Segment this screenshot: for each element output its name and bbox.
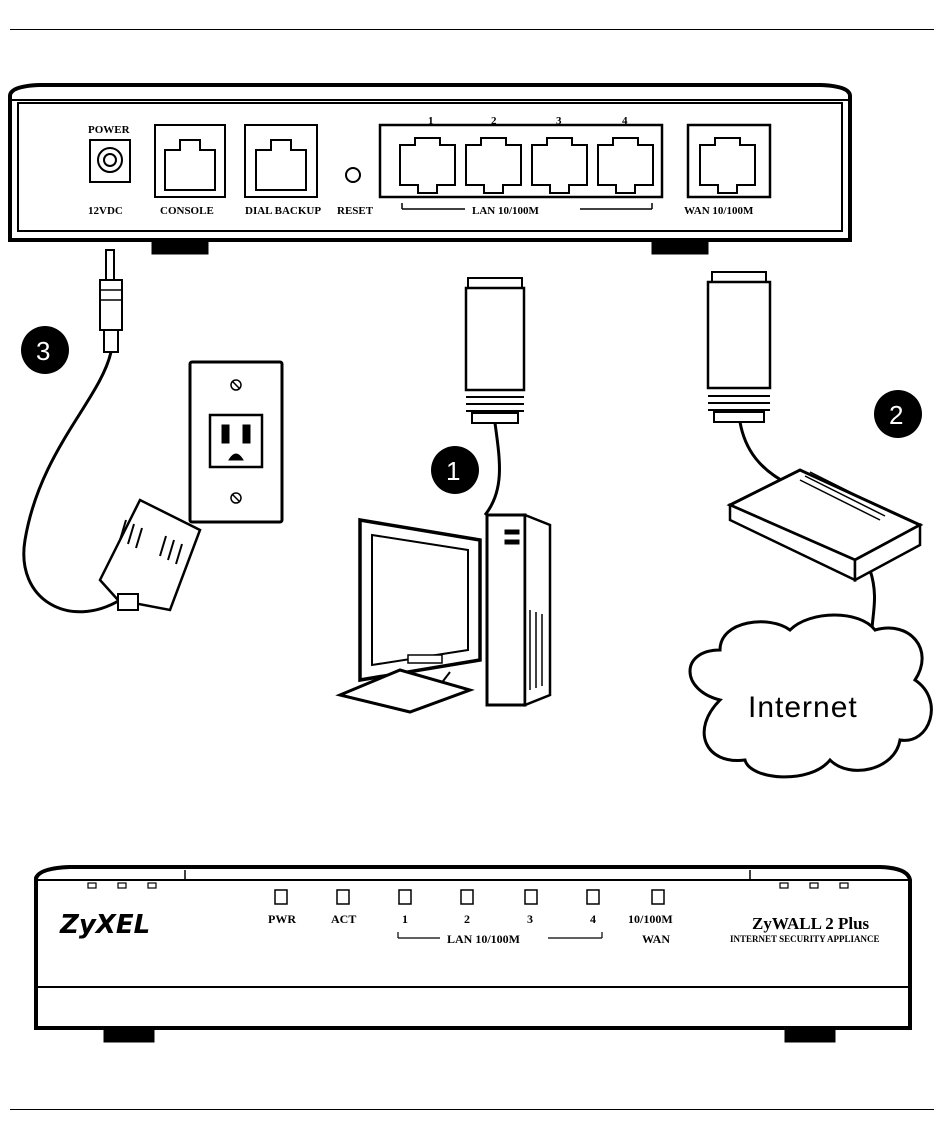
step-2-marker: 2 <box>874 390 922 438</box>
lan-port-4-label: 4 <box>622 115 628 127</box>
led-wan-speed-label: 10/100M <box>628 912 673 926</box>
svg-text:3: 3 <box>36 336 50 366</box>
led-lan-3-label: 3 <box>527 912 533 926</box>
power-adapter <box>24 250 200 612</box>
model-name: ZyWALL 2 Plus <box>752 914 870 933</box>
step-1-marker: 1 <box>431 446 479 494</box>
zyxel-logo: ZyXEL <box>59 910 150 940</box>
lan-port-2-label: 2 <box>491 115 497 127</box>
led-lan-1-label: 1 <box>402 912 408 926</box>
wan-label: WAN 10/100M <box>684 205 754 217</box>
svg-text:2: 2 <box>889 400 903 430</box>
dial-backup-label: DIAL BACKUP <box>245 205 321 217</box>
lan-label: LAN 10/100M <box>472 205 540 217</box>
front-panel <box>36 867 910 1042</box>
internet-label: Internet <box>748 691 858 724</box>
console-label: CONSOLE <box>160 205 214 217</box>
lan-port-3-label: 3 <box>556 115 562 127</box>
led-lan-2-label: 2 <box>464 912 470 926</box>
wall-outlet <box>190 362 282 522</box>
led-act-label: ACT <box>331 912 356 926</box>
model-tagline: INTERNET SECURITY APPLIANCE <box>730 934 880 944</box>
rear-panel <box>10 85 850 254</box>
front-wan-label: WAN <box>642 932 670 946</box>
pc-computer <box>340 515 550 712</box>
12vdc-label: 12VDC <box>88 205 123 217</box>
modem <box>730 470 920 580</box>
wan-cable <box>708 272 875 640</box>
led-lan-4-label: 4 <box>590 912 596 926</box>
step-3-marker: 3 <box>21 326 69 374</box>
power-label: POWER <box>88 124 131 136</box>
led-pwr-label: PWR <box>268 912 296 926</box>
lan-port-1-label: 1 <box>428 115 434 127</box>
svg-text:1: 1 <box>446 456 460 486</box>
front-lan-label: LAN 10/100M <box>447 932 520 946</box>
reset-label: RESET <box>337 205 374 217</box>
